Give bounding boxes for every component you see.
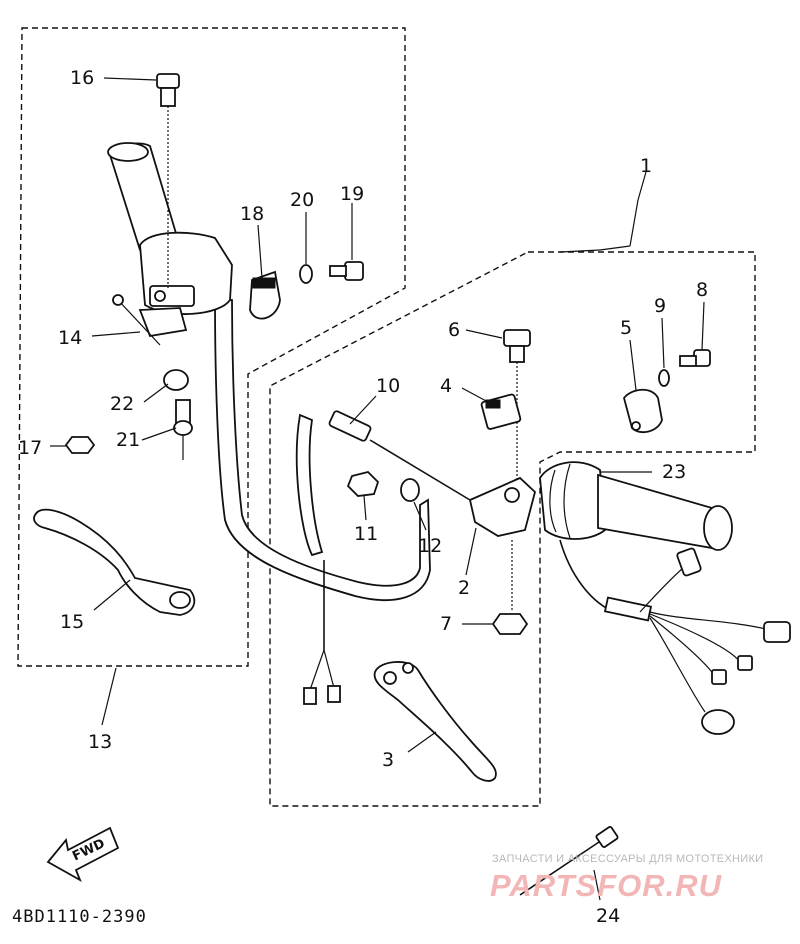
part-15-lever: [33, 508, 196, 616]
group-box-13: [17, 27, 406, 667]
label-part-1: 1: [640, 155, 652, 177]
part-11-nut: [346, 471, 380, 497]
part-10-cable-switch: [328, 410, 471, 501]
label-part-22: 22: [110, 393, 134, 415]
watermark-logo: PARTSFOR.RU: [490, 868, 723, 903]
label-part-4: 4: [440, 375, 452, 397]
part-3-lever: [373, 661, 497, 782]
wire-lead: [303, 560, 341, 705]
label-part-8: 8: [696, 279, 708, 301]
watermark: ЗАПЧАСТИ И АКСЕССУАРЫ ДЛЯ МОТОТЕХНИКИ PA…: [490, 853, 763, 903]
label-part-9: 9: [654, 295, 666, 317]
label-part-19: 19: [340, 183, 364, 205]
label-part-23: 23: [662, 461, 686, 483]
leader-lines: [50, 77, 705, 901]
fwd-arrow: FWD: [46, 826, 120, 883]
part-5-clamp: [623, 388, 663, 434]
part-4-switch: [480, 393, 522, 430]
left-grip-assembly: [107, 142, 233, 338]
label-part-14: 14: [58, 327, 82, 349]
label-part-10: 10: [376, 375, 400, 397]
part-23-switch-housing: [539, 461, 606, 540]
label-part-20: 20: [290, 189, 314, 211]
label-part-12: 12: [418, 535, 442, 557]
label-part-15: 15: [60, 611, 84, 633]
label-part-5: 5: [620, 317, 632, 339]
label-part-6: 6: [448, 319, 460, 341]
right-grip: [597, 473, 733, 551]
part-14-end: [112, 294, 124, 306]
label-part-18: 18: [240, 203, 264, 225]
part-24-bolt: [519, 826, 619, 896]
handlebar: [214, 299, 431, 602]
part-20-washer: [299, 264, 313, 284]
part-19-screw: [329, 261, 364, 281]
part-17-nut: [64, 436, 96, 454]
label-part-3: 3: [382, 749, 394, 771]
label-part-11: 11: [354, 523, 378, 545]
label-part-21: 21: [116, 429, 140, 451]
watermark-tagline: ЗАПЧАСТИ И АКСЕССУАРЫ ДЛЯ МОТОТЕХНИКИ: [492, 853, 763, 865]
label-part-7: 7: [440, 613, 452, 635]
part-12-washer: [400, 478, 420, 502]
label-part-16: 16: [70, 67, 94, 89]
switch-wiring: [559, 539, 791, 735]
part-21-adjuster: [173, 399, 193, 460]
group-box-1: [269, 251, 756, 807]
label-part-13: 13: [88, 731, 112, 753]
part-18-clamp: [249, 270, 281, 320]
part-22-nut: [163, 369, 189, 391]
part-6-bolt: [503, 329, 531, 490]
label-part-2: 2: [458, 577, 470, 599]
part-16-bolt: [156, 73, 180, 290]
drawing-code: 4BD1110-2390: [12, 907, 147, 927]
part-9-washer: [658, 369, 670, 387]
cable-14: [117, 299, 161, 346]
part-7-nut: [491, 613, 529, 635]
part-8-screw: [679, 349, 711, 367]
part-2-bracket: [468, 476, 537, 610]
part-labels: 1 2 3 4 5 6 7 8 9 10 11 12 13 14 15 16 1…: [18, 67, 708, 927]
label-part-17: 17: [18, 437, 42, 459]
label-part-24: 24: [596, 905, 620, 927]
